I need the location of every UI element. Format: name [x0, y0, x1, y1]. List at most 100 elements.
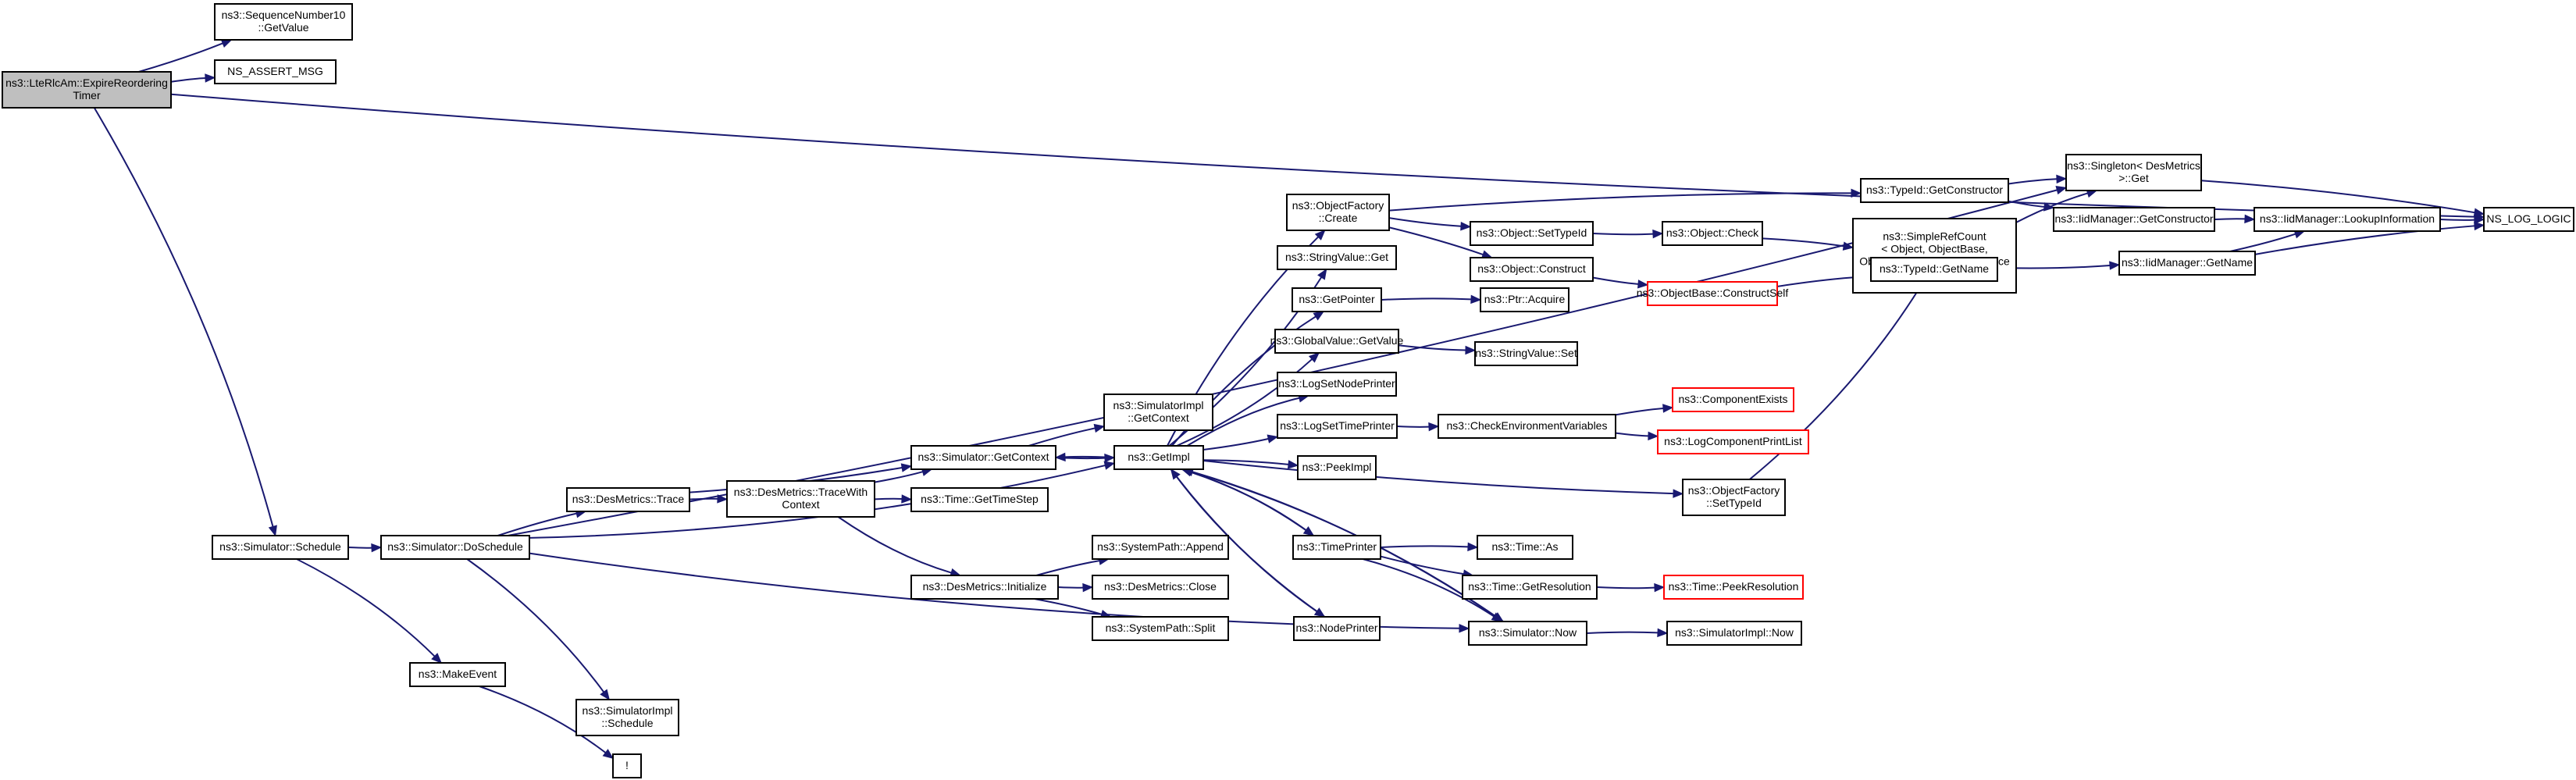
node-globalget[interactable]: ns3::GlobalValue::GetValue	[1270, 329, 1404, 354]
node-timeas[interactable]: ns3::Time::As	[1477, 535, 1573, 560]
node-box[interactable]	[1103, 394, 1213, 431]
node-simimplsched[interactable]: ns3::SimulatorImpl::Schedule	[575, 699, 679, 736]
node-box[interactable]	[726, 480, 875, 518]
node-schedule[interactable]: ns3::Simulator::Schedule	[212, 535, 349, 560]
node-box[interactable]	[214, 59, 337, 84]
node-lognodeprn[interactable]: ns3::LogSetNodePrinter	[1277, 372, 1397, 397]
node-getcontext[interactable]: ns3::Simulator::GetContext	[910, 445, 1056, 470]
node-gettimestep[interactable]: ns3::Time::GetTimeStep	[910, 487, 1049, 512]
node-strget[interactable]: ns3::StringValue::Get	[1277, 245, 1397, 270]
node-simnow[interactable]: ns3::Simulator::Now	[1468, 621, 1587, 646]
node-box[interactable]	[1870, 257, 1998, 282]
node-getres[interactable]: ns3::Time::GetResolution	[1462, 575, 1598, 600]
node-iidgetctor[interactable]: ns3::IidManager::GetConstructor	[2053, 207, 2215, 232]
node-iidgetname[interactable]: ns3::IidManager::GetName	[2118, 251, 2256, 276]
node-constructself[interactable]: ns3::ObjectBase::ConstructSelf	[1637, 281, 1789, 306]
node-box[interactable]	[1092, 575, 1229, 600]
node-box[interactable]	[1277, 414, 1398, 439]
node-box[interactable]	[2, 71, 172, 109]
node-append[interactable]: ns3::SystemPath::Append	[1092, 535, 1229, 560]
edge-factsettid-to-typegetname	[1749, 288, 1920, 480]
node-peekres[interactable]: ns3::Time::PeekResolution	[1663, 575, 1804, 600]
node-box[interactable]	[1277, 372, 1397, 397]
node-bang[interactable]: !	[612, 753, 642, 778]
node-implnow[interactable]: ns3::SimulatorImpl::Now	[1666, 621, 1802, 646]
node-factsettid[interactable]: ns3::ObjectFactory::SetTypeId	[1682, 479, 1786, 516]
node-split[interactable]: ns3::SystemPath::Split	[1092, 616, 1229, 641]
node-box[interactable]	[1474, 341, 1578, 366]
node-logtimeprn[interactable]: ns3::LogSetTimePrinter	[1277, 414, 1398, 439]
node-makeevent[interactable]: ns3::MakeEvent	[409, 662, 506, 687]
node-close[interactable]: ns3::DesMetrics::Close	[1092, 575, 1229, 600]
node-box[interactable]	[1274, 329, 1399, 354]
node-objcheck[interactable]: ns3::Object::Check	[1662, 221, 1763, 246]
node-construct[interactable]: ns3::Object::Construct	[1470, 257, 1594, 282]
node-strset[interactable]: ns3::StringValue::Set	[1474, 341, 1578, 366]
node-implgetctx[interactable]: ns3::SimulatorImpl::GetContext	[1103, 394, 1213, 431]
node-box[interactable]	[1860, 178, 2009, 203]
node-box[interactable]	[1438, 414, 1616, 439]
node-typegetname[interactable]: ns3::TypeId::GetName	[1870, 257, 1998, 282]
node-box[interactable]	[1647, 281, 1778, 306]
node-box[interactable]	[1666, 621, 1802, 646]
node-box[interactable]	[910, 445, 1056, 470]
node-loglogic[interactable]: NS_LOG_LOGIC	[2483, 207, 2574, 232]
node-seqget[interactable]: ns3::SequenceNumber10::GetValue	[214, 3, 353, 41]
node-box[interactable]	[910, 575, 1059, 600]
node-box[interactable]	[380, 535, 530, 560]
node-singleton[interactable]: ns3::Singleton< DesMetrics>::Get	[2065, 154, 2202, 191]
node-trace[interactable]: ns3::DesMetrics::Trace	[566, 487, 690, 512]
node-box[interactable]	[1663, 575, 1804, 600]
node-compexists[interactable]: ns3::ComponentExists	[1672, 387, 1794, 412]
node-box[interactable]	[612, 753, 642, 778]
node-initialize[interactable]: ns3::DesMetrics::Initialize	[910, 575, 1059, 600]
node-box[interactable]	[2053, 207, 2215, 232]
node-box[interactable]	[1113, 445, 1204, 470]
node-checkenv[interactable]: ns3::CheckEnvironmentVariables	[1438, 414, 1616, 439]
node-box[interactable]	[1292, 535, 1381, 560]
node-box[interactable]	[910, 487, 1049, 512]
node-box[interactable]	[1092, 616, 1229, 641]
node-box[interactable]	[1293, 616, 1381, 641]
node-box[interactable]	[1092, 535, 1229, 560]
node-box[interactable]	[2254, 207, 2441, 232]
node-doschedule[interactable]: ns3::Simulator::DoSchedule	[380, 535, 530, 560]
node-box[interactable]	[214, 3, 353, 41]
node-box[interactable]	[2118, 251, 2256, 276]
node-box[interactable]	[1672, 387, 1794, 412]
node-box[interactable]	[1297, 455, 1377, 480]
node-box[interactable]	[2065, 154, 2202, 191]
node-box[interactable]	[212, 535, 349, 560]
node-getpointer[interactable]: ns3::GetPointer	[1292, 287, 1382, 312]
node-getimpl[interactable]: ns3::GetImpl	[1113, 445, 1204, 470]
node-box[interactable]	[1470, 221, 1594, 246]
node-label: ns3::LogSetNodePrinter	[1278, 377, 1395, 390]
node-box[interactable]	[575, 699, 679, 736]
node-box[interactable]	[409, 662, 506, 687]
node-assert[interactable]: NS_ASSERT_MSG	[214, 59, 337, 84]
node-box[interactable]	[1662, 221, 1763, 246]
node-box[interactable]	[1292, 287, 1382, 312]
node-box[interactable]	[1480, 287, 1569, 312]
node-factcreate[interactable]: ns3::ObjectFactory::Create	[1286, 194, 1390, 231]
node-box[interactable]	[1477, 535, 1573, 560]
node-box[interactable]	[1468, 621, 1587, 646]
node-box[interactable]	[1286, 194, 1390, 231]
node-ptracq[interactable]: ns3::Ptr::Acquire	[1480, 287, 1569, 312]
node-box[interactable]	[1657, 429, 1809, 454]
node-box[interactable]	[2483, 207, 2574, 232]
node-box[interactable]	[1682, 479, 1786, 516]
node-box[interactable]	[566, 487, 690, 512]
node-box[interactable]	[1277, 245, 1397, 270]
node-typegetctor[interactable]: ns3::TypeId::GetConstructor	[1860, 178, 2009, 203]
node-box[interactable]	[1462, 575, 1598, 600]
node-settypeid[interactable]: ns3::Object::SetTypeId	[1470, 221, 1594, 246]
node-iidlookup[interactable]: ns3::IidManager::LookupInformation	[2254, 207, 2441, 232]
node-timeprinter[interactable]: ns3::TimePrinter	[1292, 535, 1381, 560]
node-peekimpl[interactable]: ns3::PeekImpl	[1297, 455, 1377, 480]
node-nodeprinter[interactable]: ns3::NodePrinter	[1293, 616, 1381, 641]
node-logcompprn[interactable]: ns3::LogComponentPrintList	[1657, 429, 1809, 454]
node-box[interactable]	[1470, 257, 1594, 282]
